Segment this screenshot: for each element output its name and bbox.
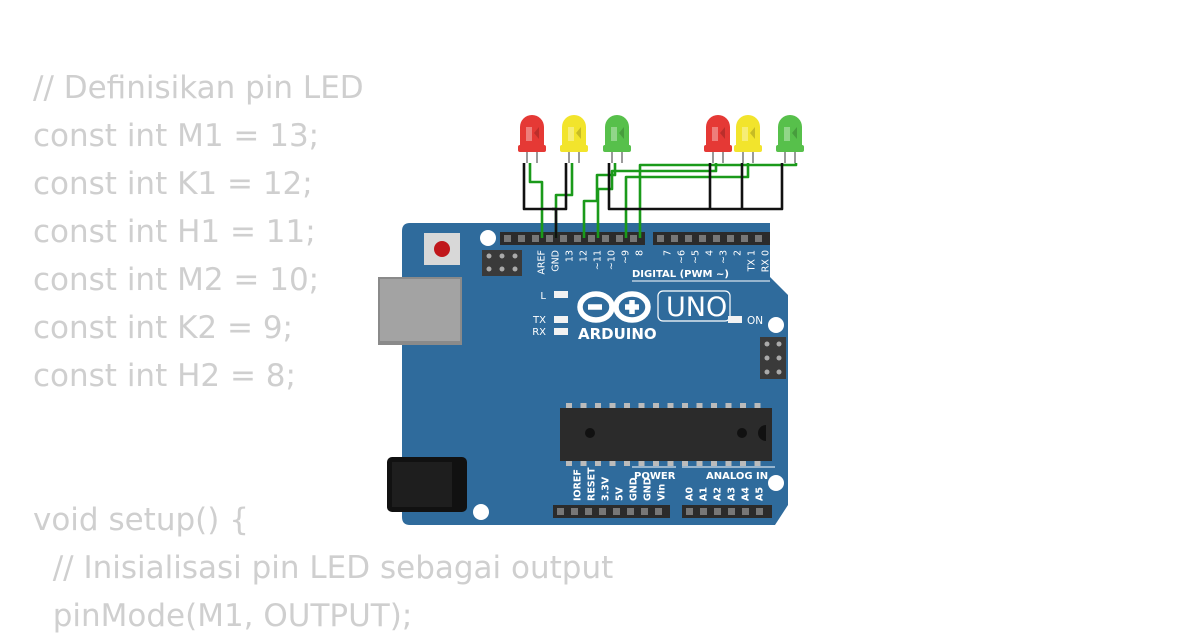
wire-ground-bus xyxy=(607,163,784,211)
led-green[interactable] xyxy=(776,115,804,163)
led-red[interactable] xyxy=(704,115,732,163)
power-header-label: POWER xyxy=(634,471,676,482)
analog-pin-label: A1 xyxy=(699,487,710,501)
mount-hole xyxy=(768,475,784,491)
wire-led4-pin10 xyxy=(596,163,718,238)
code-line: const int K2 = 9; xyxy=(33,310,293,346)
digital-pin-label: GND xyxy=(551,250,562,272)
led-yellow[interactable] xyxy=(734,115,762,163)
analog-pin-label: A0 xyxy=(685,487,696,501)
digital-pin-label: ~9 xyxy=(621,250,632,264)
reset-button-cap[interactable] xyxy=(434,241,450,257)
code-line: const int K1 = 12; xyxy=(33,166,313,202)
model-label: UNO xyxy=(666,292,727,323)
digital-pin-label: 4 xyxy=(705,250,716,256)
led-rx-label: RX xyxy=(532,327,546,338)
led-tx-label: TX xyxy=(532,315,546,326)
wire-led1-gnd xyxy=(522,163,556,211)
arduino-logo-icon xyxy=(577,291,651,323)
mount-hole xyxy=(480,230,496,246)
code-line: const int M2 = 10; xyxy=(33,262,320,298)
digital-header xyxy=(500,232,770,245)
led-yellow[interactable] xyxy=(560,115,588,163)
led-red[interactable] xyxy=(518,115,546,163)
led-l xyxy=(554,291,568,298)
digital-pin-label: ~5 xyxy=(691,250,702,264)
analog-pin-label: A4 xyxy=(741,487,752,501)
digital-pin-label: 7 xyxy=(663,250,674,256)
digital-header-label: DIGITAL (PWM ~) xyxy=(632,269,729,280)
digital-pin-label: 13 xyxy=(565,250,576,262)
analog-pin-label: A5 xyxy=(755,487,766,501)
wire-led6-pin8 xyxy=(638,163,798,238)
digital-pin-label: RX 0 xyxy=(761,250,772,272)
power-pin-label: GND xyxy=(629,477,640,501)
wire-led2-gnd xyxy=(552,163,568,211)
power-header xyxy=(553,505,670,518)
wire-led5-pin9 xyxy=(624,163,750,238)
digital-pin-label: 12 xyxy=(579,250,590,262)
wire-led3-pin11 xyxy=(582,163,617,238)
code-line: const int M1 = 13; xyxy=(33,118,320,154)
led-rx xyxy=(554,328,568,335)
power-pin-label: 5V xyxy=(615,486,626,501)
digital-pin-label: ~6 xyxy=(677,250,688,264)
power-pin-label: GND xyxy=(643,477,654,501)
analog-pin-label: A2 xyxy=(713,487,724,501)
power-pin-label: RESET xyxy=(587,467,598,501)
led-tx xyxy=(554,316,568,323)
analog-pin-label: A3 xyxy=(727,487,738,501)
mount-hole xyxy=(768,317,784,333)
digital-pin-label: ~11 xyxy=(593,250,604,270)
digital-pin-label: TX 1 xyxy=(747,250,758,272)
code-line: // Definisikan pin LED xyxy=(33,70,364,106)
digital-pin-label: ~3 xyxy=(719,250,730,264)
led-on xyxy=(728,316,742,323)
mount-hole xyxy=(473,504,489,520)
power-pin-label: IOREF xyxy=(573,469,584,501)
icsp-header xyxy=(482,250,522,276)
code-line: const int H1 = 11; xyxy=(33,214,316,250)
digital-pin-label: 8 xyxy=(635,250,646,256)
power-pin-label: 3.3V xyxy=(601,476,612,501)
digital-pin-label: ~10 xyxy=(607,250,618,270)
model-box xyxy=(657,290,731,322)
code-line: // Inisialisasi pin LED sebagai output xyxy=(33,550,614,586)
digital-pin-label: AREF xyxy=(537,250,548,275)
code-line: void setup() { xyxy=(33,502,249,538)
code-editor-text: // Definisikan pin LED const int M1 = 13;… xyxy=(33,64,613,640)
led-l-label: L xyxy=(540,291,546,302)
analog-header-label: ANALOG IN xyxy=(706,471,768,482)
led-green[interactable] xyxy=(603,115,631,163)
digital-pin-label: 2 xyxy=(733,250,744,256)
microcontroller-chip xyxy=(560,403,772,466)
led-on-label: ON xyxy=(747,315,763,327)
code-line: const int H2 = 8; xyxy=(33,358,296,394)
power-pin-label: Vin xyxy=(657,484,668,501)
brand-label: ARDUINO xyxy=(578,325,657,343)
icsp-header-right xyxy=(760,337,786,379)
code-line: pinMode(M1, OUTPUT); xyxy=(33,598,413,634)
